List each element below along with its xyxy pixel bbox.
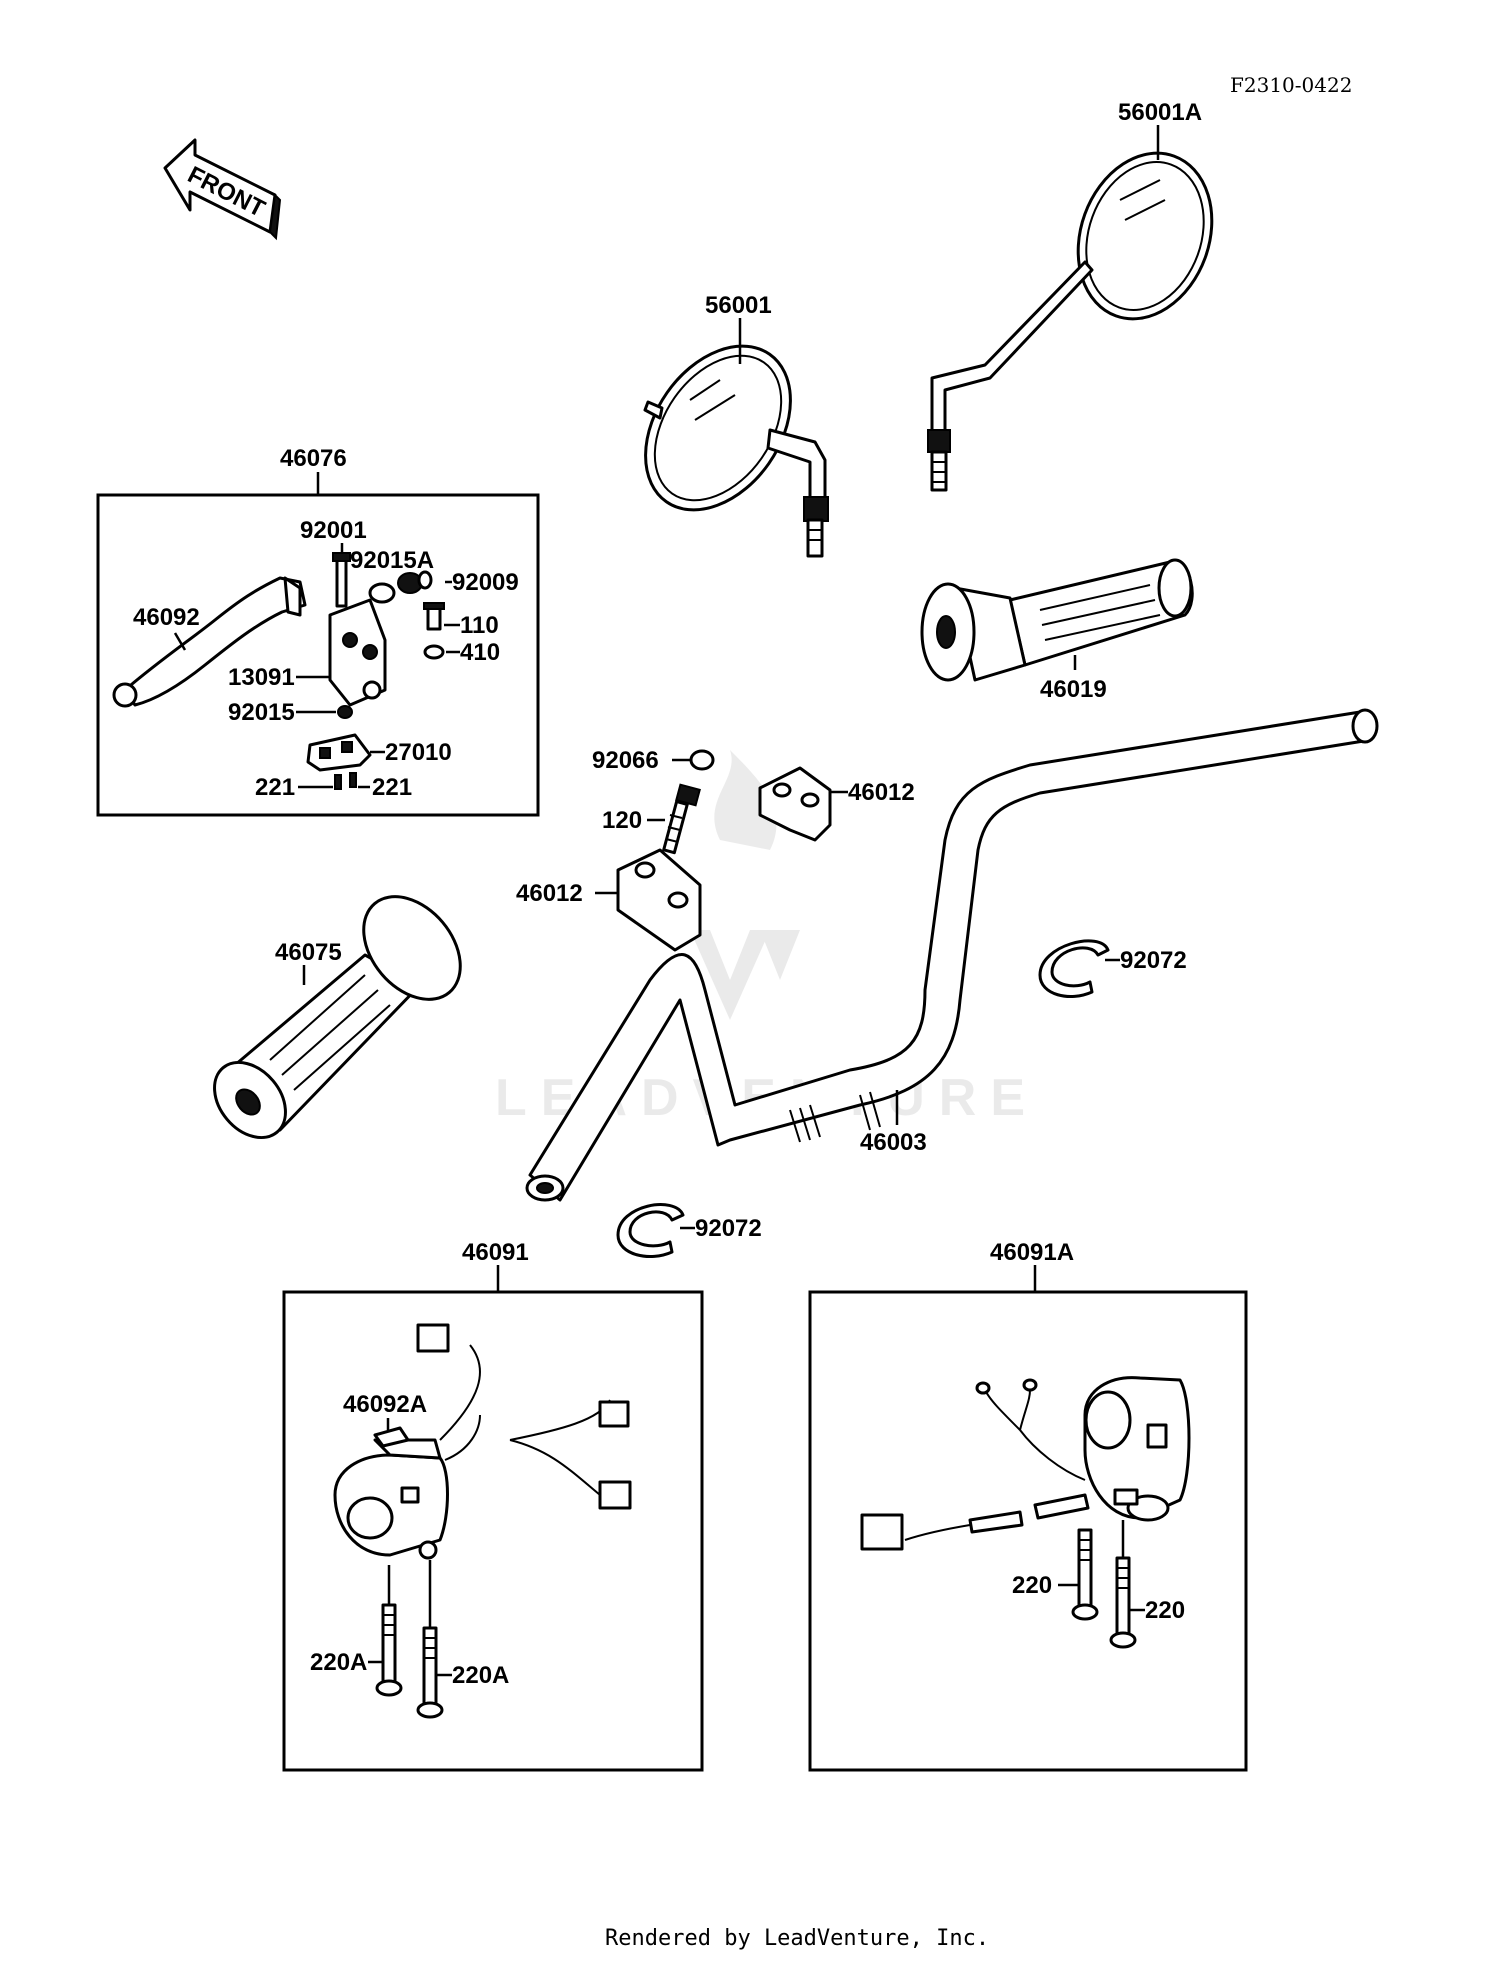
switch-right-icon [860,1376,1191,1551]
label-92015: 92015 [228,699,295,726]
label-221-right: 221 [372,774,412,801]
box-46091A [808,1290,1248,1772]
holder-lower-icon [616,848,702,952]
front-arrow-icon: FRONT [163,138,282,241]
label-220A-left: 220A [310,1649,367,1676]
diagram-code: F2310-0422 [1230,73,1352,97]
handlebar-icon [525,708,1379,1202]
screw-220A-right-icon [416,1626,444,1719]
screw-220-left-icon [1071,1528,1099,1621]
label-410: 410 [460,639,500,666]
watermark-logo [690,750,800,1020]
label-110: 110 [460,612,499,639]
label-46012-upper: 46012 [848,779,915,806]
label-46019: 46019 [1040,676,1107,703]
label-46075: 46075 [275,939,342,966]
footer-credit: Rendered by LeadVenture, Inc. [605,1926,989,1951]
label-92072-upper: 92072 [1120,947,1187,974]
mirror-left-icon [643,344,829,558]
label-46091: 46091 [462,1239,529,1266]
screw-110-icon [423,602,445,631]
cap-92066-icon [689,749,715,771]
label-92066: 92066 [592,747,659,774]
label-220A-right: 220A [452,1662,509,1689]
grip-right-icon [920,558,1194,682]
label-221-left: 221 [255,774,295,801]
label-46076: 46076 [280,445,347,472]
nut-92015-icon [337,705,353,719]
brake-switch-icon [306,733,372,772]
grip-left-icon [213,895,462,1140]
label-56001: 56001 [705,292,772,319]
holder-upper-icon [758,766,832,842]
mirror-right-icon [927,151,1214,492]
label-46012-lower: 46012 [516,880,583,907]
screw-220A-left-icon [375,1603,403,1697]
label-56001A: 56001A [1118,99,1202,126]
label-92015A: 92015A [350,547,434,574]
bolt-92001-icon [335,556,348,608]
bolt-120-icon [662,783,701,855]
label-46092A: 46092A [343,1391,427,1418]
box-46091 [282,1290,704,1772]
label-92009: 92009 [452,569,519,596]
nut-92009-icon [397,570,433,594]
label-92001: 92001 [300,517,367,544]
screw-220-right-icon [1109,1556,1137,1649]
label-220-left: 220 [1012,1572,1052,1599]
brake-lever-icon [112,576,307,708]
washer-410-icon [423,644,445,660]
clamp-upper-icon [1038,939,1110,998]
lever-holder-icon [328,598,387,707]
label-120: 120 [602,807,642,834]
label-13091: 13091 [228,664,295,691]
label-46091A: 46091A [990,1239,1074,1266]
screw-221-right-icon [349,772,357,788]
screw-221-left-icon [334,774,342,790]
label-27010: 27010 [385,739,452,766]
label-92072-lower: 92072 [695,1215,762,1242]
bushing-92015A-icon [368,582,396,604]
label-220-right: 220 [1145,1597,1185,1624]
label-46092: 46092 [133,604,200,631]
label-46003: 46003 [860,1129,927,1156]
switch-left-icon [333,1323,632,1560]
clamp-lower-icon [616,1203,685,1258]
